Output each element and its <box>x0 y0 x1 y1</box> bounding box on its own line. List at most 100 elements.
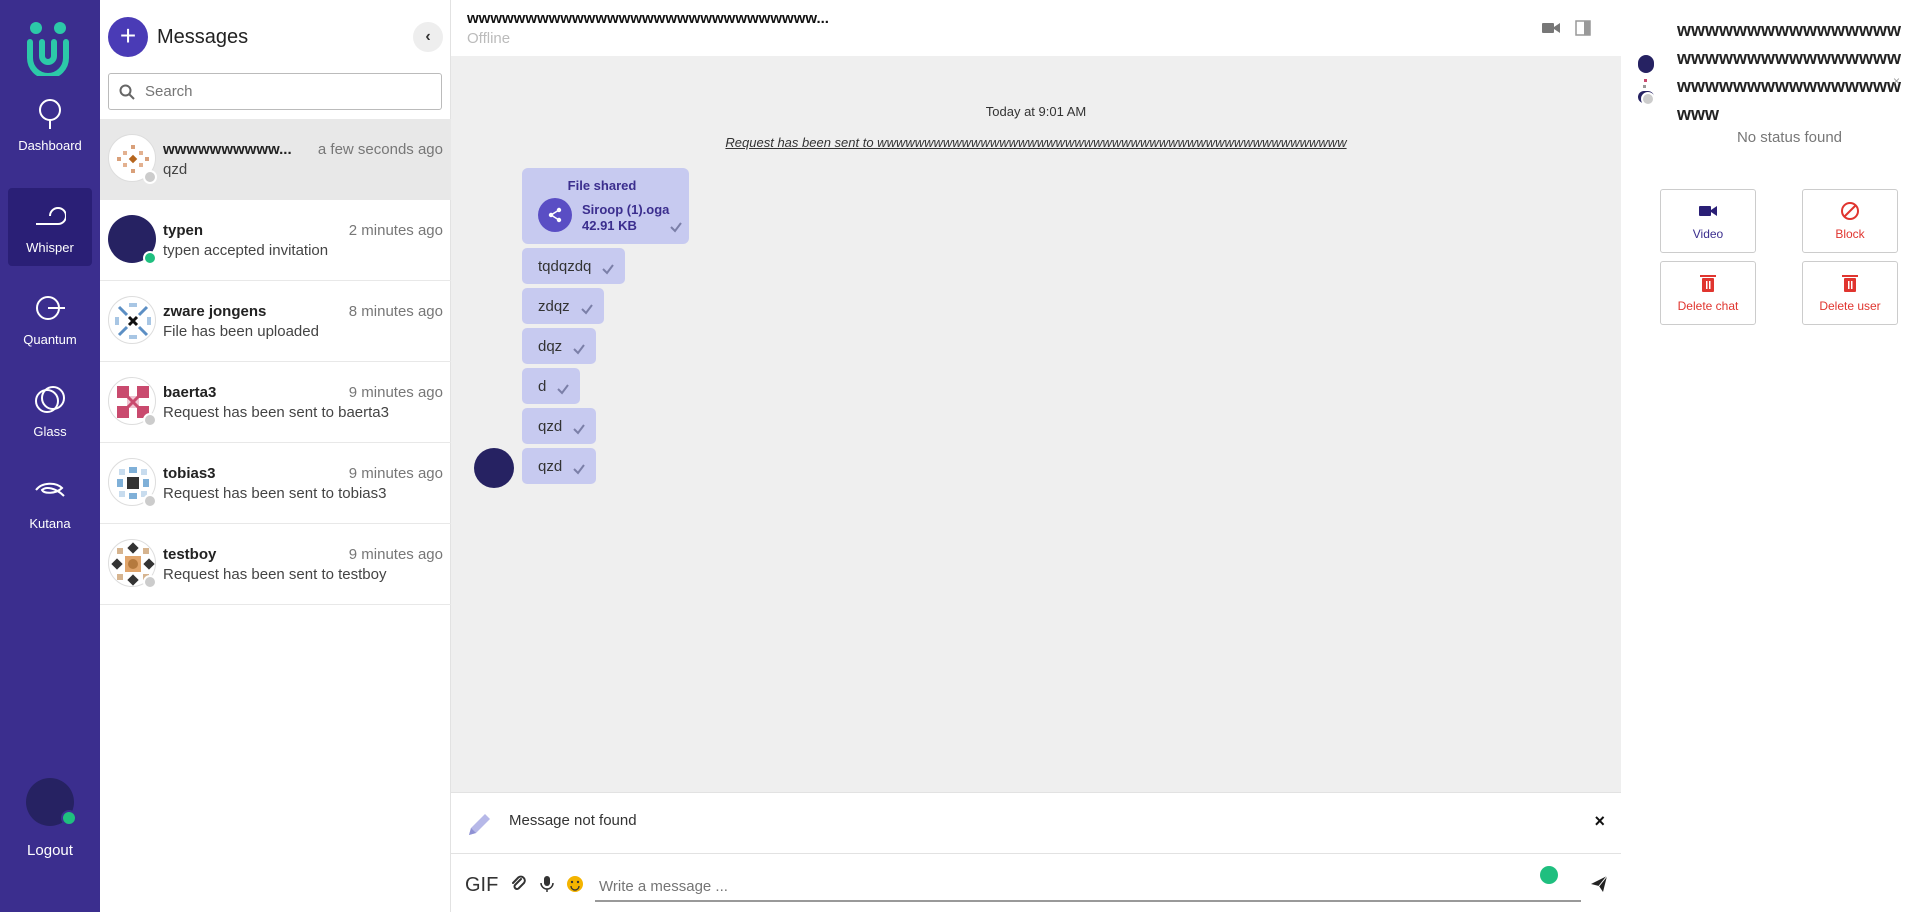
identicon-avatar-icon <box>115 303 151 339</box>
quantum-icon <box>36 295 65 320</box>
video-icon <box>1699 206 1717 216</box>
conversation-time: 8 minutes ago <box>348 303 443 320</box>
conversation-preview: qzd <box>163 161 188 178</box>
conversation-preview: File has been uploaded <box>163 323 319 340</box>
profile-status: No status found <box>1736 129 1843 146</box>
conversation-name: baerta3 <box>163 384 217 401</box>
online-status-dot <box>143 251 157 265</box>
video-button[interactable]: Video <box>1660 189 1756 253</box>
identicon-avatar-icon <box>117 145 149 173</box>
check-icon <box>573 464 585 475</box>
attach-icon[interactable] <box>510 875 528 893</box>
conversation-name: wwwwwwwwww... <box>163 141 292 158</box>
messages-header: + Messages ‹ <box>108 17 443 57</box>
conversation-item[interactable]: baerta3 9 minutes ago Request has been s… <box>100 362 451 443</box>
identicon-avatar-icon <box>117 386 149 418</box>
system-message: Request has been sent to wwwwwwwwwwwwwww… <box>725 135 1347 150</box>
chat-header: wwwwwwwwwwwwwwwwwwwwwwwwwwwwww... Offlin… <box>451 0 1621 56</box>
nav-item-whisper[interactable]: Whisper <box>8 188 92 266</box>
block-button-label: Block <box>1835 227 1865 241</box>
message-composer: GIF <box>451 854 1621 912</box>
file-share-button[interactable] <box>538 198 572 232</box>
messages-title: Messages <box>157 26 249 48</box>
close-profile-button[interactable]: × <box>1893 74 1901 88</box>
identicon-avatar-icon <box>117 467 149 499</box>
nav-item-kutana[interactable]: Kutana <box>8 464 92 542</box>
conversation-item[interactable]: tobias3 9 minutes ago Request has been s… <box>100 443 451 524</box>
conversation-name: tobias3 <box>163 465 216 482</box>
toggle-profile-panel-icon[interactable] <box>1573 18 1593 38</box>
message-text: tqdqzdq <box>538 257 592 275</box>
conversation-item[interactable]: wwwwwwwwww... a few seconds ago qzd <box>100 119 451 200</box>
gif-button[interactable]: GIF <box>465 874 499 896</box>
nav-item-glass[interactable]: Glass <box>8 372 92 450</box>
microphone-icon[interactable] <box>538 875 556 893</box>
search-input[interactable] <box>145 83 425 100</box>
offline-status-dot <box>143 575 157 589</box>
conversation-preview: typen accepted invitation <box>163 242 329 259</box>
chevron-left-icon: ‹ <box>425 28 431 45</box>
date-separator: Today at 9:01 AM <box>985 104 1087 119</box>
delete-user-button[interactable]: Delete user <box>1802 261 1898 325</box>
message-text: dqz <box>538 337 563 355</box>
nav-item-dashboard[interactable]: Dashboard <box>8 86 92 164</box>
chat-contact-name: wwwwwwwwwwwwwwwwwwwwwwwwwwwwww... <box>467 10 829 27</box>
file-message-bubble[interactable]: File shared Siroop (1).oga 42.91 KB <box>522 168 689 244</box>
online-status-dot <box>61 810 77 826</box>
share-icon <box>548 207 562 223</box>
conversation-name: typen <box>163 222 204 239</box>
conversation-name: zware jongens <box>163 303 267 320</box>
collapse-panel-button[interactable]: ‹ <box>413 22 443 52</box>
message-text: qzd <box>538 457 563 475</box>
avatar <box>108 296 156 344</box>
chat-contact-status: Offline <box>467 30 511 47</box>
conversation-item[interactable]: typen 2 minutes ago typen accepted invit… <box>100 200 451 281</box>
app-logo-icon[interactable] <box>22 20 74 76</box>
sender-avatar <box>474 448 514 488</box>
check-icon <box>580 304 593 315</box>
message-bubble[interactable]: tqdqzdq <box>522 248 626 284</box>
conversation-time: 9 minutes ago <box>348 384 443 401</box>
message-bubble[interactable]: zdqz <box>522 288 604 324</box>
conversation-name: testboy <box>163 546 217 563</box>
main-nav: Dashboard Whisper Quantum Glass Kutana L… <box>0 0 100 912</box>
conversation-item[interactable]: testboy 9 minutes ago Request has been s… <box>100 524 451 605</box>
offline-status-dot <box>143 170 157 184</box>
message-input[interactable] <box>595 872 1581 902</box>
send-icon[interactable] <box>1589 874 1609 894</box>
video-button-label: Video <box>1692 227 1724 241</box>
check-icon <box>557 384 570 395</box>
offline-status-dot <box>143 413 157 427</box>
message-bubble[interactable]: qzd <box>522 448 597 484</box>
emoji-icon[interactable] <box>566 875 584 893</box>
kutana-icon <box>35 482 65 497</box>
nav-item-quantum[interactable]: Quantum <box>8 280 92 358</box>
close-reply-button[interactable]: × <box>1594 811 1605 831</box>
message-text: qzd <box>538 417 563 435</box>
reply-preview-text: Message not found <box>509 812 637 829</box>
profile-avatar <box>1638 55 1654 106</box>
nav-item-label: Quantum <box>23 331 77 347</box>
plus-icon: + <box>119 20 137 51</box>
conversation-preview: Request has been sent to baerta3 <box>163 404 389 421</box>
check-icon <box>573 344 585 355</box>
message-thread: Today at 9:01 AM Request has been sent t… <box>451 56 1621 792</box>
message-bubble[interactable]: dqz <box>522 328 597 364</box>
block-button[interactable]: Block <box>1802 189 1898 253</box>
conversation-preview: Request has been sent to tobias3 <box>163 485 387 502</box>
reply-preview-bar: Message not found × <box>451 792 1621 854</box>
chat-panel: wwwwwwwwwwwwwwwwwwwwwwwwwwwwww... Offlin… <box>451 0 1621 912</box>
video-call-icon[interactable] <box>1541 18 1561 38</box>
new-message-button[interactable]: + <box>108 17 148 57</box>
message-bubble[interactable]: qzd <box>522 408 597 444</box>
message-bubble[interactable]: d <box>522 368 581 404</box>
conversation-item[interactable]: zware jongens 8 minutes ago File has bee… <box>100 281 451 362</box>
profile-name: wwwwwwwwwwwwwwwwwwwwwwwwwwwwwwwwwwwwwwww… <box>1677 20 1902 124</box>
search-box <box>108 73 442 110</box>
logout-button[interactable]: Logout <box>27 842 73 859</box>
nav-item-label: Kutana <box>29 515 71 531</box>
check-icon <box>670 222 682 233</box>
delete-chat-button[interactable]: Delete chat <box>1660 261 1756 325</box>
conversation-time: a few seconds ago <box>317 141 443 158</box>
nav-item-label: Glass <box>33 423 67 439</box>
